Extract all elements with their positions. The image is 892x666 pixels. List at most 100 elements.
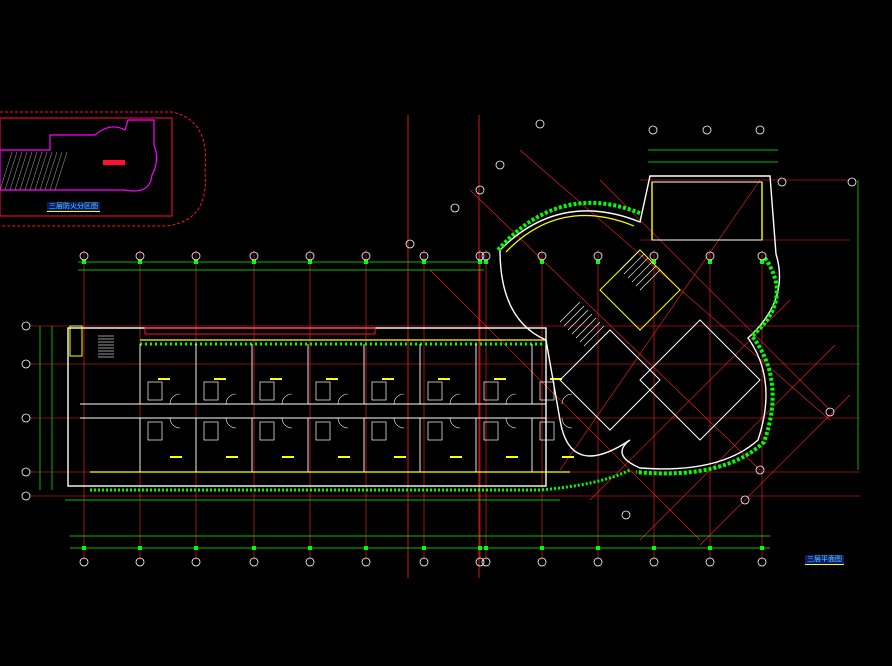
facade-strip [90,468,631,492]
axis-bubble-icon [419,251,429,261]
room-label-mark [214,378,226,380]
room-label-mark [226,456,238,458]
dimension-tick [138,260,142,264]
axis-bubble-icon [481,557,491,567]
bathroom-outline [315,381,331,401]
grid-line-diagonal [469,189,761,471]
axis-bubble-icon [702,125,712,135]
room-label-mark [562,456,574,458]
axis-bubble-icon [405,239,415,249]
dimension-tick [596,546,600,550]
axis-bubble-icon [621,510,631,520]
dimension-tick [422,260,426,264]
bathroom-outline [483,381,499,401]
door-swing-icon [393,417,405,429]
axis-bubble-icon [475,185,485,195]
bathroom-outline [371,421,387,441]
door-swing-icon [169,417,181,429]
stair-icon [639,269,661,291]
hatch-line [9,151,23,191]
fire-exit-marker [103,160,125,165]
dimension-tick [652,260,656,264]
axis-bubble-icon [757,557,767,567]
axis-bubble-icon [249,251,259,261]
hatch-line [19,151,33,191]
axis-bubble-icon [21,321,31,331]
hatch-line [24,151,38,191]
room-label-mark [506,456,518,458]
upper-block [651,181,763,241]
dimension-tick [760,260,764,264]
dimension-tick [484,546,488,550]
dimension-tick [138,546,142,550]
axis-bubble-icon [535,119,545,129]
room-label-mark [158,378,170,380]
dimension-tick [194,260,198,264]
axis-bubble-icon [481,251,491,261]
key-plan-frame [0,117,173,217]
axis-bubble-icon [305,557,315,567]
axis-bubble-icon [191,251,201,261]
door-swing-icon [449,417,461,429]
axis-grid [30,115,860,578]
building-walls [67,325,631,492]
door-swing-icon [169,393,181,405]
axis-bubbles [21,119,857,567]
key-plan [0,111,207,227]
axis-bubble-icon [593,251,603,261]
hatch-line [44,151,58,191]
axis-bubble-icon [740,495,750,505]
grid-line-diagonal [639,344,836,541]
axis-bubble-icon [777,177,787,187]
stair-icon [623,253,645,275]
dimension-tick [82,260,86,264]
stair-icon [567,309,589,331]
axis-bubble-icon [847,177,857,187]
door-swing-icon [281,417,293,429]
bathroom-outline [427,421,443,441]
bathroom-outline [427,381,443,401]
stair-icon [631,261,653,283]
door-swing-icon [561,393,573,405]
stair-icon [571,313,593,335]
room-label-mark [326,378,338,380]
axis-bubble-icon [450,203,460,213]
room-label-mark [438,378,450,380]
axis-bubble-icon [755,465,765,475]
grid-line-diagonal [589,299,791,501]
stair-icon [579,321,601,343]
axis-bubble-icon [79,251,89,261]
grid-line-diagonal [599,179,831,411]
stair-icon [627,257,649,279]
axis-bubble-icon [705,557,715,567]
axis-bubble-icon [475,251,485,261]
bathroom-outline [203,421,219,441]
grid-line-diagonal [559,179,761,471]
dimension-tick [308,260,312,264]
axis-bubble-icon [79,557,89,567]
axis-bubble-icon [755,125,765,135]
dimension-tick [708,546,712,550]
dimension-tick [252,260,256,264]
axis-bubble-icon [21,491,31,501]
axis-bubble-icon [21,413,31,423]
hatch-line [29,151,43,191]
canopy-outline [144,327,376,335]
axis-bubble-icon [135,251,145,261]
room-label-mark [550,378,562,380]
drawing-title: 三层平面图 [805,555,844,565]
axis-bubble-icon [191,557,201,567]
dimension-tick [540,546,544,550]
axis-bubble-icon [757,251,767,261]
bathroom-outline [483,421,499,441]
core-lobby [559,329,661,431]
dimension-tick [478,546,482,550]
door-swing-icon [393,393,405,405]
stair-icon [575,317,597,339]
bathroom-outline [259,421,275,441]
room-label-mark [270,378,282,380]
room-label-mark [170,456,182,458]
room-label-mark [450,456,462,458]
bathroom-outline [371,381,387,401]
dimension-lines [39,149,859,550]
